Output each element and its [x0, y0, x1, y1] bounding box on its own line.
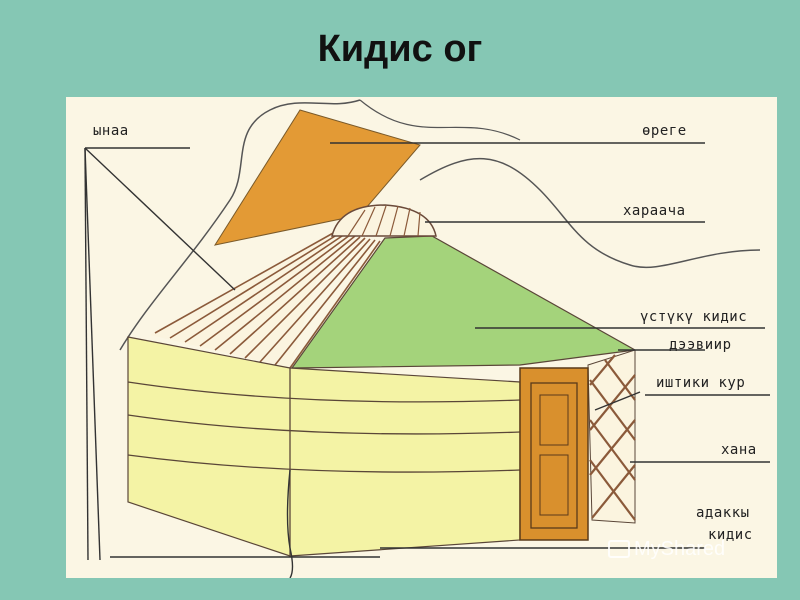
- watermark: MyShared: [608, 538, 725, 561]
- yurt-illustration: [84, 99, 770, 578]
- roof-poles: [154, 231, 381, 369]
- slide-title: Кидис ог: [317, 28, 483, 70]
- door-panel: [539, 394, 569, 446]
- label-daeviir: дээвиир: [669, 337, 732, 353]
- hana-lattice-area: [587, 349, 636, 524]
- rope-line: [119, 99, 361, 351]
- wall-felt: [127, 336, 521, 557]
- yurt-diagram: ынаа өреге хараача үстүкү кидис дээвиир …: [66, 97, 777, 578]
- wall-bands: [127, 368, 521, 556]
- front-rope: [286, 469, 294, 578]
- label-adakky: адаккы: [696, 505, 750, 521]
- leader-lines: [84, 142, 770, 561]
- rope-line: [419, 157, 761, 269]
- rope-line: [359, 99, 521, 141]
- crown-ribs: [347, 205, 421, 237]
- watermark-text: MyShared: [634, 538, 726, 560]
- label-ustuku-kidis: үстүкү кидис: [640, 309, 748, 325]
- label-hana: хана: [721, 442, 757, 458]
- door-panel: [530, 382, 578, 529]
- door: [519, 367, 589, 541]
- label-ishtiki-kur: иштики кур: [656, 375, 746, 391]
- label-kidis: кидис: [708, 527, 753, 543]
- label-haraacha: хараача: [623, 203, 686, 219]
- door-panel: [539, 454, 569, 516]
- label-orege: өреге: [642, 123, 687, 139]
- label-ynaa: ынаа: [93, 123, 129, 139]
- haraacha-crown: [331, 204, 437, 237]
- watermark-logo-icon: [608, 540, 630, 558]
- hana-lattice: [589, 354, 636, 521]
- ustuku-kidis-felt: [290, 235, 637, 369]
